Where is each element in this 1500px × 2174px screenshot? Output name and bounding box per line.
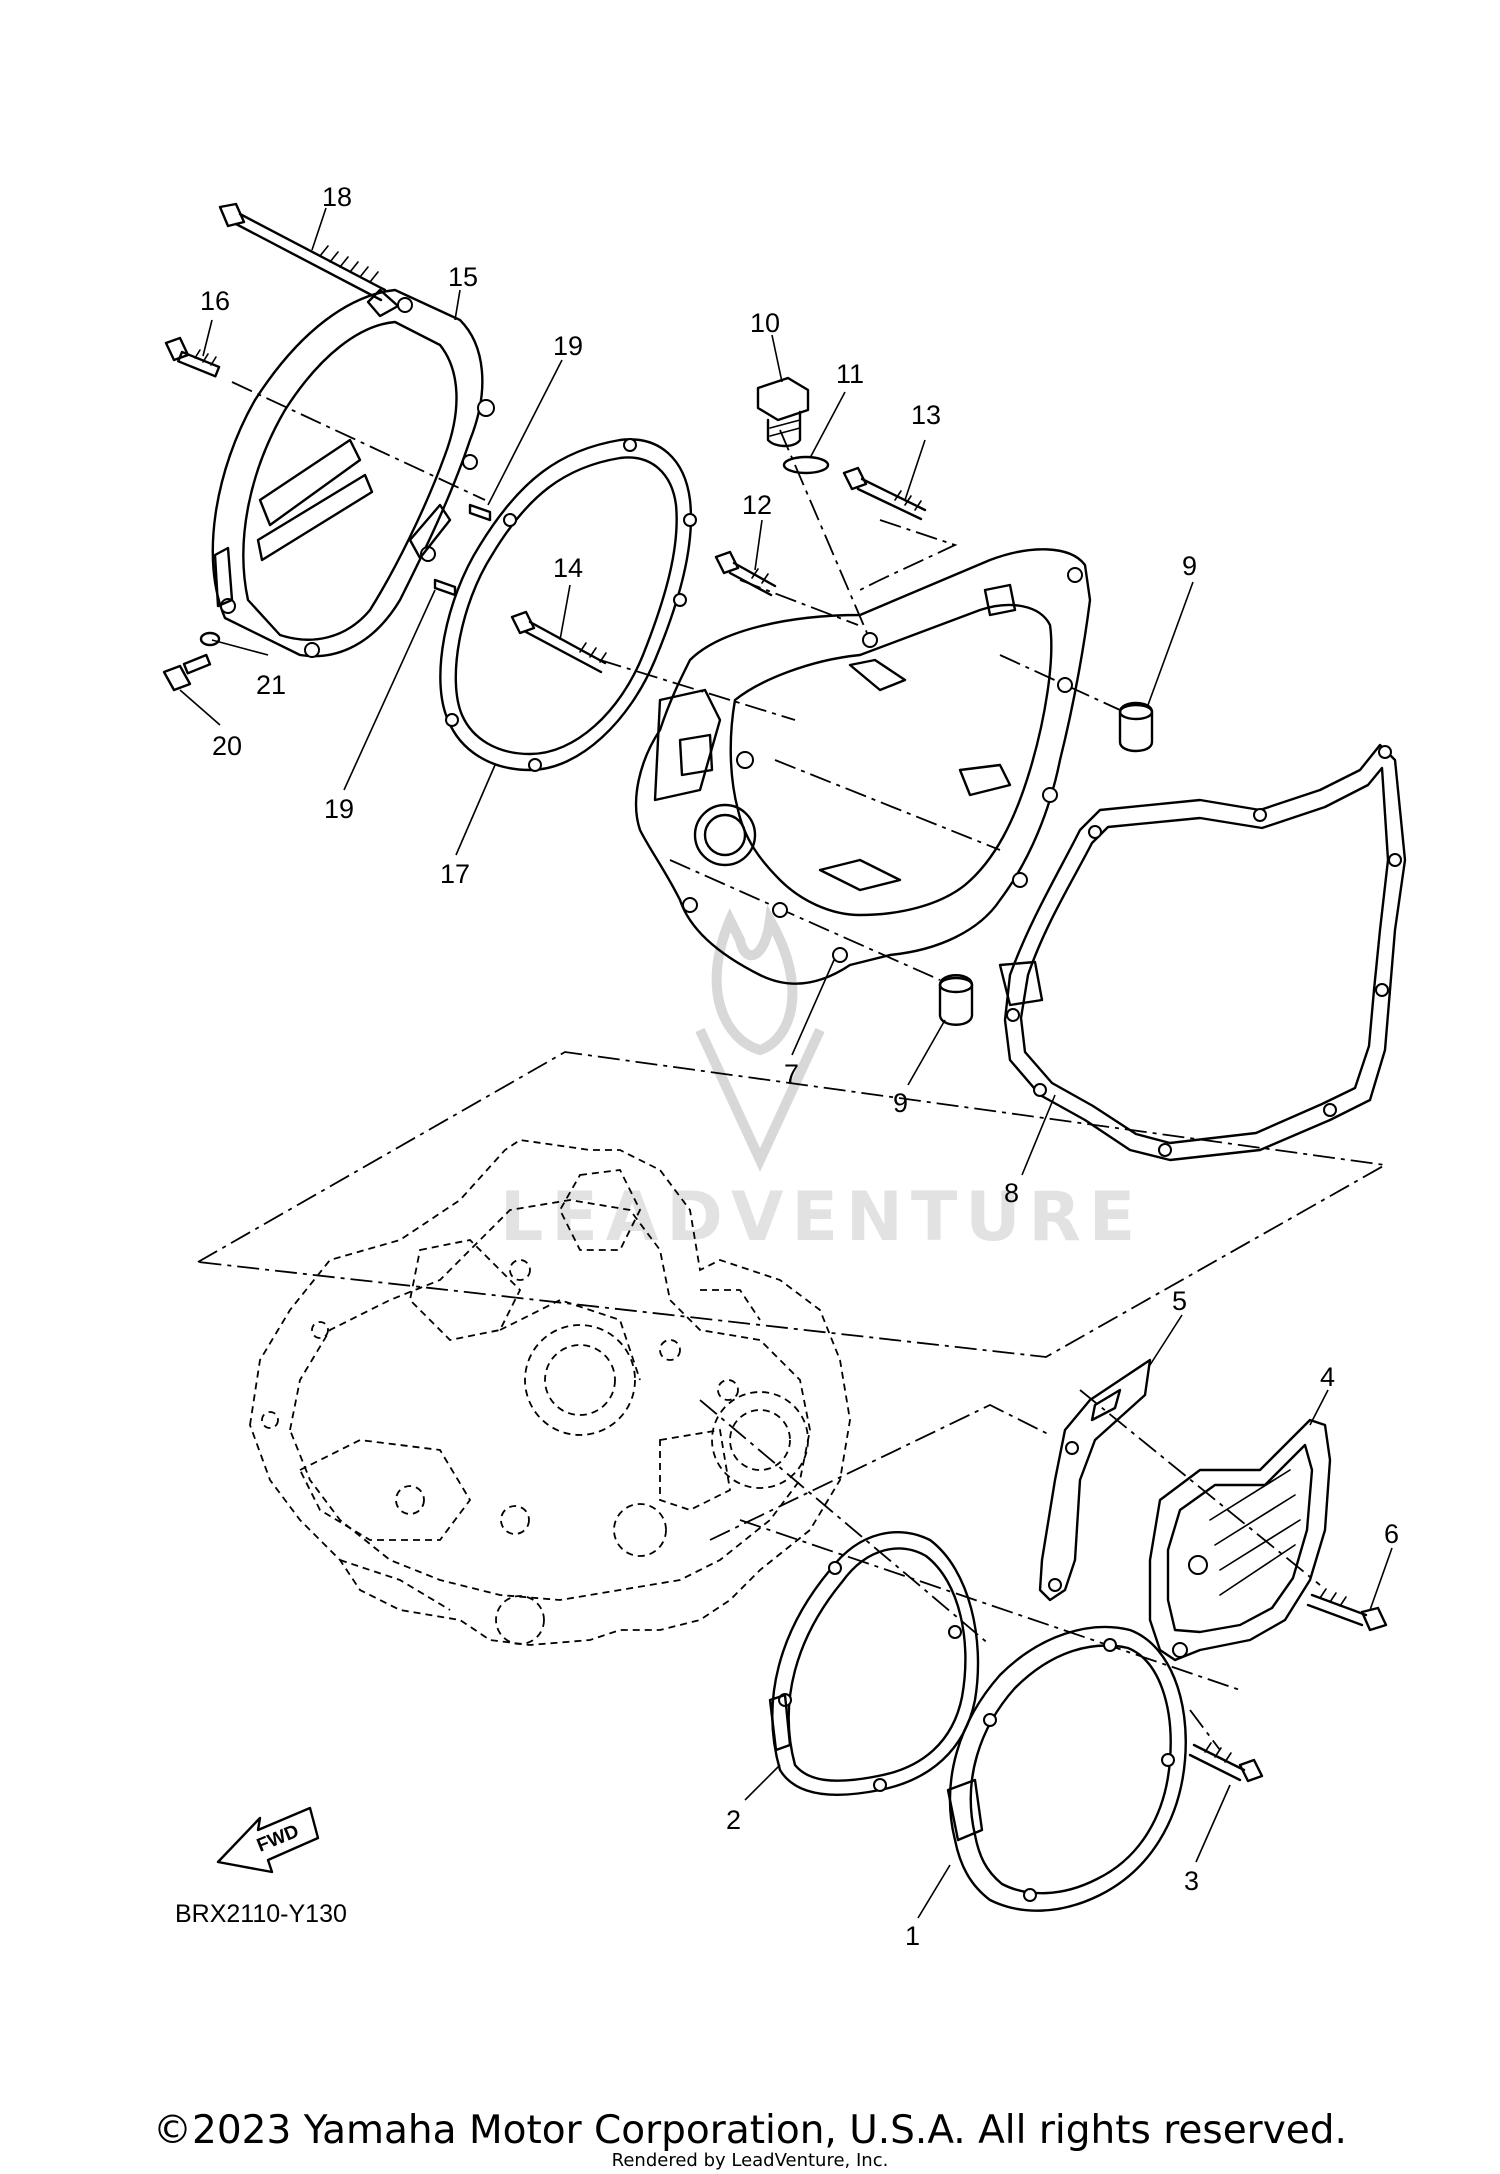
part-6-bolt	[1306, 1588, 1388, 1632]
callout-21: 21	[256, 670, 286, 700]
part-5-bracket	[1038, 1358, 1152, 1602]
callout-7: 7	[784, 1059, 799, 1089]
callout-12: 12	[742, 490, 772, 520]
part-13-bolt	[842, 466, 927, 521]
part-16-clutch-cover-gasket	[439, 438, 697, 772]
callout-labels: 18 15 16 19 10 11 13 12 14 9 21 20 19 17…	[200, 182, 1399, 1951]
callout-4: 4	[1320, 1362, 1335, 1392]
callout-17: 16	[200, 286, 230, 316]
leader-lines	[179, 207, 1393, 1919]
part-12-bolt	[714, 550, 777, 597]
rendered-by-credit: Rendered by LeadVenture, Inc.	[611, 2150, 889, 2171]
callout-16: 17	[440, 859, 470, 889]
crankcase-reference	[249, 1139, 851, 1646]
callout-13: 13	[911, 400, 941, 430]
part-15-clutch-cover	[211, 288, 495, 658]
part-1-stator-cover	[946, 1625, 1187, 1912]
callout-9-upper: 9	[1182, 551, 1197, 581]
callout-5: 5	[1172, 1286, 1187, 1316]
part-20-bolt	[162, 653, 212, 692]
callout-19-upper: 19	[553, 331, 583, 361]
callout-18: 18	[322, 182, 352, 212]
callout-10: 10	[750, 308, 780, 338]
part-8-crankcase-cover-gasket	[998, 743, 1407, 1162]
callout-8: 8	[1004, 1178, 1019, 1208]
callout-19-lower: 19	[324, 794, 354, 824]
watermark-text: LEADVENTURE	[500, 1178, 1143, 1257]
callout-15: 15	[448, 262, 478, 292]
forward-direction-arrow: FWD	[216, 1806, 320, 1874]
part-9-dowel-lower	[938, 974, 974, 1026]
part-10-oil-filler-plug	[756, 376, 810, 448]
callout-9-lower: 9	[893, 1088, 908, 1118]
callout-20: 20	[212, 731, 242, 761]
part-14-bolt	[510, 610, 607, 674]
part-7-crankcase-cover	[634, 548, 1092, 985]
copyright-notice: ©2023 Yamaha Motor Corporation, U.S.A. A…	[153, 2108, 1347, 2153]
callout-6: 6	[1384, 1519, 1399, 1549]
part-9-dowel-upper	[1118, 701, 1154, 753]
part-4-sprocket-cover	[1148, 1418, 1332, 1662]
callout-3: 3	[1184, 1866, 1199, 1896]
callout-14: 14	[553, 553, 583, 583]
part-21-washer	[199, 631, 221, 647]
assembly-lines	[195, 381, 1388, 1751]
figure-code: BRX2110-Y130	[175, 1900, 347, 1928]
callout-2: 2	[726, 1805, 741, 1835]
part-17-bolt	[164, 336, 221, 378]
callout-11: 11	[836, 359, 864, 389]
callout-1: 1	[905, 1921, 920, 1951]
part-11-o-ring	[782, 455, 830, 475]
part-19-dowel-pins	[433, 503, 492, 597]
part-3-bolt	[1188, 1742, 1264, 1783]
part-2-stator-cover-gasket	[768, 1531, 980, 1796]
part-18-long-bolt	[218, 202, 387, 302]
fwd-label: FWD	[254, 1821, 302, 1857]
